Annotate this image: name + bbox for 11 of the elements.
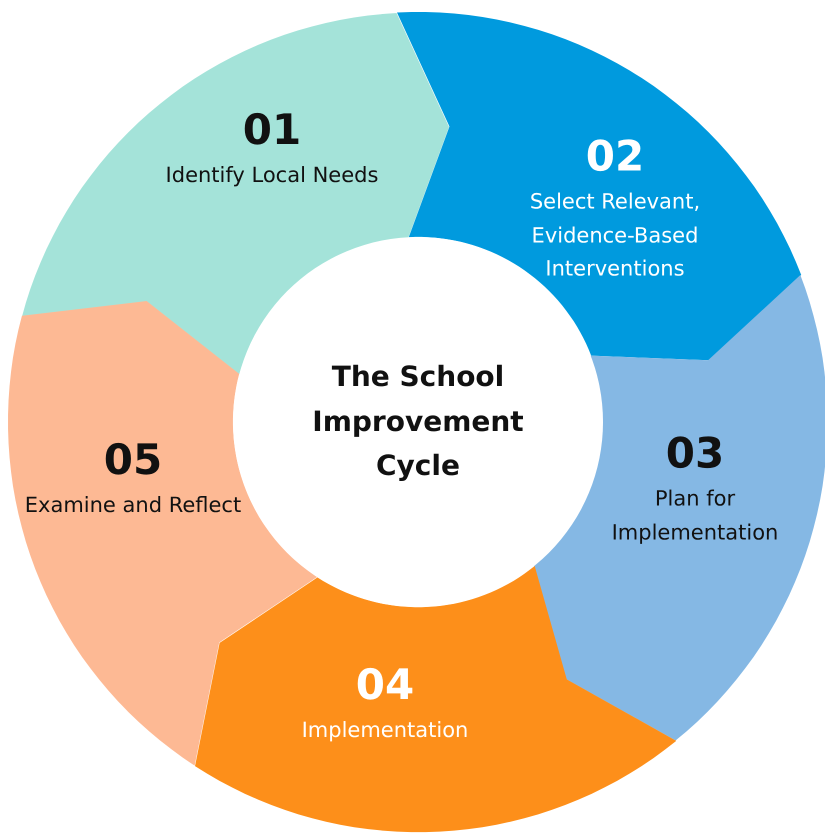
step-number: 02 [586,134,644,180]
step-number: 01 [242,107,302,154]
step-number: 05 [104,437,162,484]
step-number: 03 [666,430,724,476]
step-label: Identify Local Needs [166,162,378,190]
step-label: Plan for Implementation [610,485,780,546]
step-number: 04 [356,662,414,708]
cycle-title: The School Improvement Cycle [311,358,525,484]
step-label: Examine and Reflect [24,492,242,520]
step-label: Implementation [302,717,468,744]
step-label: Select Relevant, Evidence-Based Interventions [528,188,702,283]
